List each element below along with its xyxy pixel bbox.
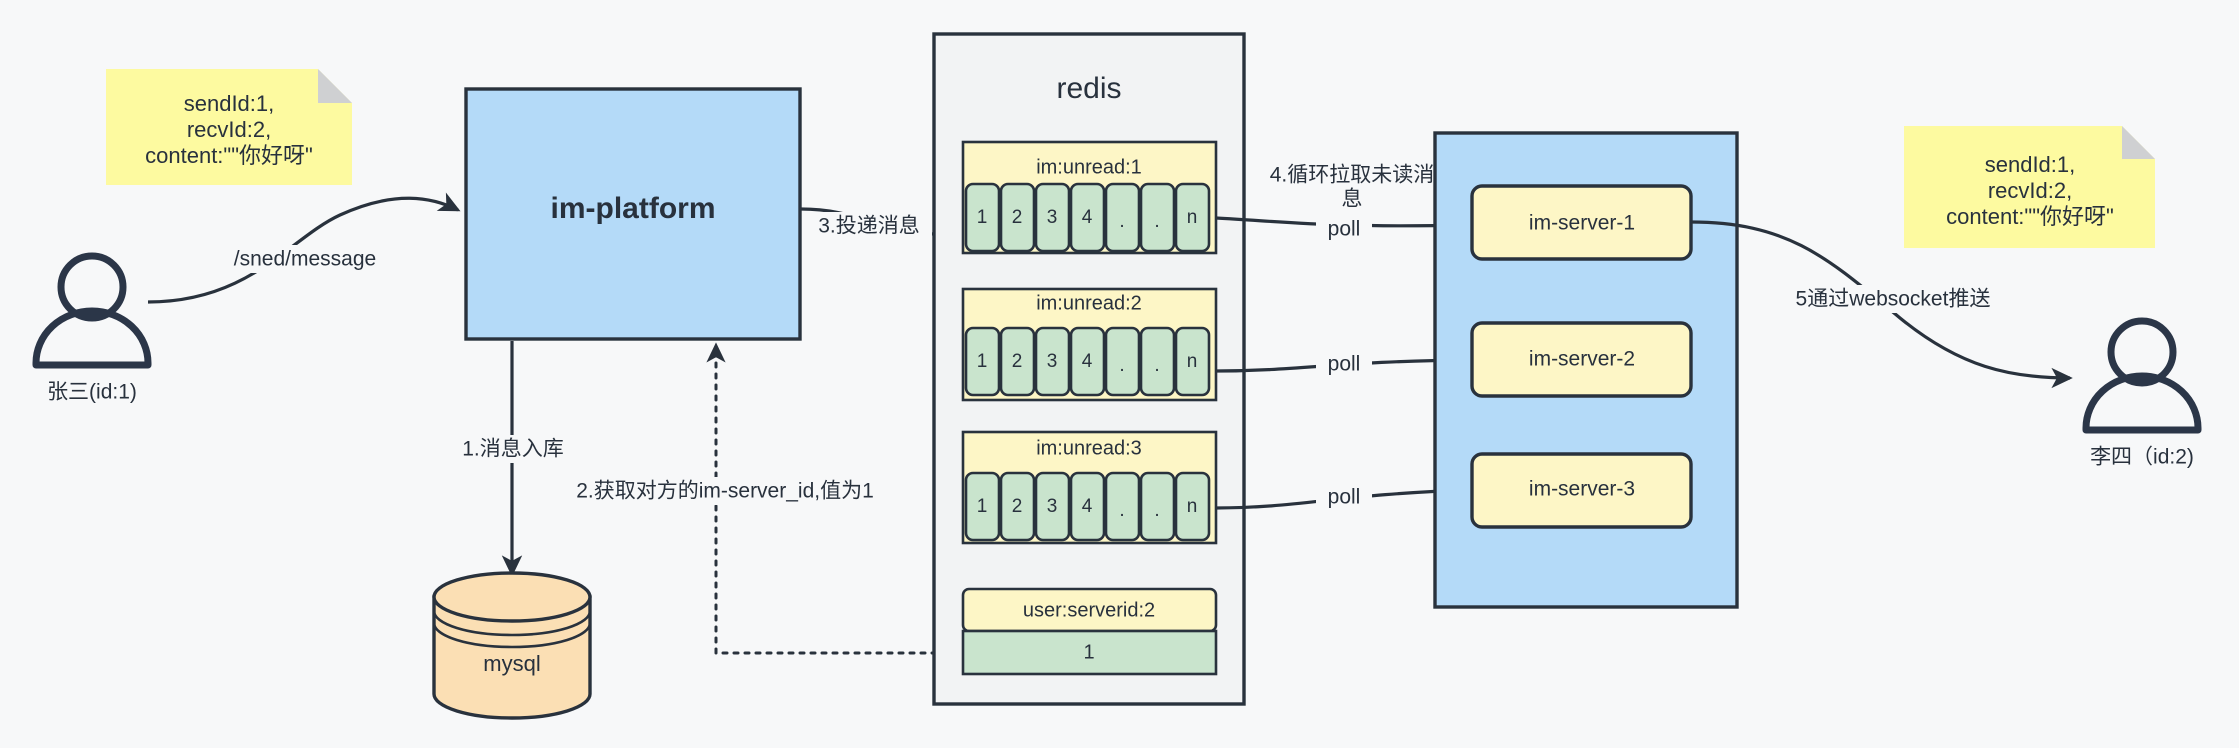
- edge-label-poll-2: poll: [1328, 353, 1361, 376]
- edge-poll-1: 4.循环拉取未读消 息 poll: [1215, 160, 1473, 242]
- redis-cell-2-0: 1: [977, 496, 988, 517]
- redis-cell-2-6: n: [1187, 496, 1198, 517]
- redis-label: redis: [1056, 72, 1121, 105]
- redis-container: redis im:unread:1 1 2 3 4 . .: [932, 32, 1246, 706]
- redis-cell-1-5: .: [1154, 355, 1159, 376]
- edge-label-send-message: /sned/message: [234, 248, 376, 271]
- redis-cell-2-1: 2: [1012, 496, 1023, 517]
- im-server-label-2: im-server-2: [1529, 348, 1635, 371]
- redis-cell-0-3: 4: [1082, 207, 1093, 228]
- im-server-node-2[interactable]: im-server-2: [1470, 321, 1693, 398]
- edge-step2-serverid: 2.获取对方的im-server_id,值为1: [563, 342, 960, 655]
- note-left: sendId:1, recvId:2, content:""你好呀": [106, 69, 352, 185]
- edge-label-step5: 5通过websocket推送: [1796, 288, 1991, 311]
- redis-cell-2-4: .: [1119, 500, 1124, 521]
- edge-send-message: /sned/message: [147, 192, 461, 304]
- note-left-line-1: sendId:1,: [184, 91, 275, 116]
- note-right-line-2: recvId:2,: [1988, 178, 2072, 203]
- im-server-label-1: im-server-1: [1529, 212, 1635, 235]
- edge-label-step1: 1.消息入库: [462, 438, 564, 461]
- mysql-label: mysql: [483, 651, 540, 676]
- actor-right: 李四（id:2): [2082, 317, 2202, 469]
- edge-label-step4-line1: 4.循环拉取未读消: [1270, 164, 1435, 187]
- redis-cell-2-3: 4: [1082, 496, 1093, 517]
- note-right: sendId:1, recvId:2, content:""你好呀": [1904, 126, 2155, 248]
- redis-cell-0-2: 3: [1047, 207, 1058, 228]
- redis-cell-1-6: n: [1187, 351, 1198, 372]
- im-platform-label: im-platform: [551, 192, 716, 225]
- redis-cell-1-3: 4: [1082, 351, 1093, 372]
- redis-cell-1-0: 1: [977, 351, 988, 372]
- redis-cell-0-5: .: [1154, 211, 1159, 232]
- edge-label-step2: 2.获取对方的im-server_id,值为1: [576, 480, 874, 503]
- edge-label-poll-1: poll: [1328, 218, 1361, 241]
- im-platform-node[interactable]: im-platform: [464, 87, 802, 341]
- redis-key-block-1[interactable]: im:unread:2 1 2 3 4 . . n: [961, 287, 1218, 402]
- redis-cell-0-6: n: [1187, 207, 1198, 228]
- actor-right-label: 李四（id:2): [2090, 446, 2194, 469]
- note-right-line-3: content:""你好呀": [1946, 204, 2114, 229]
- im-server-node-3[interactable]: im-server-3: [1470, 452, 1693, 529]
- redis-cell-0-1: 2: [1012, 207, 1023, 228]
- redis-key-block-0[interactable]: im:unread:1 1 2 3 4 . . n: [961, 140, 1218, 255]
- edge-label-poll-3: poll: [1328, 486, 1361, 509]
- redis-cell-1-1: 2: [1012, 351, 1023, 372]
- redis-cell-1-4: .: [1119, 355, 1124, 376]
- redis-cells-0: 1 2 3 4 . . n: [964, 182, 1211, 253]
- edge-step3-deliver: 3.投递消息: [800, 207, 963, 246]
- edge-poll-3: poll: [1215, 480, 1473, 510]
- redis-serverid-value: 1: [1083, 641, 1094, 663]
- redis-cells-2: 1 2 3 4 . . n: [964, 471, 1211, 542]
- note-left-line-2: recvId:2,: [187, 117, 271, 142]
- redis-key-label-2: im:unread:3: [1036, 437, 1142, 459]
- mysql-node[interactable]: mysql: [432, 571, 592, 720]
- actor-left-label: 张三(id:1): [47, 381, 137, 404]
- note-left-line-3: content:""你好呀": [145, 143, 313, 168]
- person-icon-left: [32, 252, 152, 369]
- redis-serverid-block[interactable]: user:serverid:2 1: [961, 587, 1218, 676]
- edge-label-step4-line2: 息: [1342, 188, 1363, 211]
- redis-cell-1-2: 3: [1047, 351, 1058, 372]
- actor-left: 张三(id:1): [32, 252, 152, 404]
- redis-serverid-key: user:serverid:2: [1023, 599, 1155, 621]
- edge-poll-2: poll: [1215, 349, 1473, 377]
- im-server-group: im-server-1 im-server-2 im-server-3: [1433, 131, 1739, 609]
- note-right-line-1: sendId:1,: [1985, 152, 2076, 177]
- redis-cell-2-5: .: [1154, 500, 1159, 521]
- redis-key-label-1: im:unread:2: [1036, 292, 1142, 314]
- edge-step5-websocket: 5通过websocket推送: [1690, 220, 2073, 389]
- person-icon-right: [2082, 317, 2202, 434]
- redis-key-block-2[interactable]: im:unread:3 1 2 3 4 . . n: [961, 430, 1218, 545]
- im-server-node-1[interactable]: im-server-1: [1470, 184, 1693, 261]
- redis-cell-0-0: 1: [977, 207, 988, 228]
- im-server-label-3: im-server-3: [1529, 478, 1635, 501]
- redis-cells-1: 1 2 3 4 . . n: [964, 326, 1211, 397]
- edge-step1-mysql: 1.消息入库: [457, 341, 569, 577]
- redis-cell-2-2: 3: [1047, 496, 1058, 517]
- edge-label-step3: 3.投递消息: [818, 215, 920, 238]
- redis-cell-0-4: .: [1119, 211, 1124, 232]
- redis-key-label-0: im:unread:1: [1036, 156, 1142, 178]
